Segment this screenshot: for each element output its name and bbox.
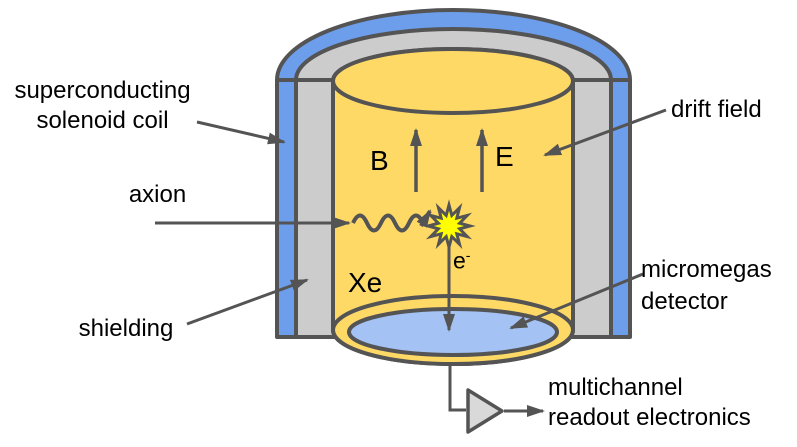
shielding-pointer-arrow <box>186 278 309 326</box>
amplifier-icon <box>466 388 504 434</box>
micromegas-pointer-arrow <box>509 272 644 330</box>
readout-wire <box>448 363 466 412</box>
readout-label-line1: multichannel <box>548 374 683 401</box>
micromegas-detector-ellipse <box>347 307 559 357</box>
photon-squiggle <box>351 213 425 233</box>
micromegas-detector-label: micromegas detector <box>641 254 772 318</box>
electron-charge-sup: - <box>465 248 471 264</box>
micromegas-label-line1: micromegas <box>641 256 772 283</box>
solenoid-coil-label-line2: solenoid coil <box>36 107 169 134</box>
solenoid-coil-label-line1: superconducting <box>14 77 191 104</box>
shielding-label: shielding <box>78 315 174 342</box>
conversion-burst-icon <box>422 199 476 253</box>
solenoid-coil-label: superconducting solenoid coil <box>0 76 205 136</box>
readout-electronics-label: multichannel readout electronics <box>548 373 751 433</box>
readout-label-line2: readout electronics <box>548 404 751 431</box>
drift-field-pointer-arrow <box>543 108 667 157</box>
solenoid-pointer-arrow <box>196 120 286 145</box>
axion-label: axion <box>128 181 187 208</box>
e-field-label: E <box>495 141 514 172</box>
xenon-label: Xe <box>348 267 383 298</box>
micromegas-label-line2: detector <box>641 288 728 315</box>
drift-field-label: drift field <box>671 96 762 123</box>
drift-top-opening <box>331 47 575 115</box>
electron-label: e- <box>453 247 471 274</box>
b-field-label: B <box>370 145 389 176</box>
